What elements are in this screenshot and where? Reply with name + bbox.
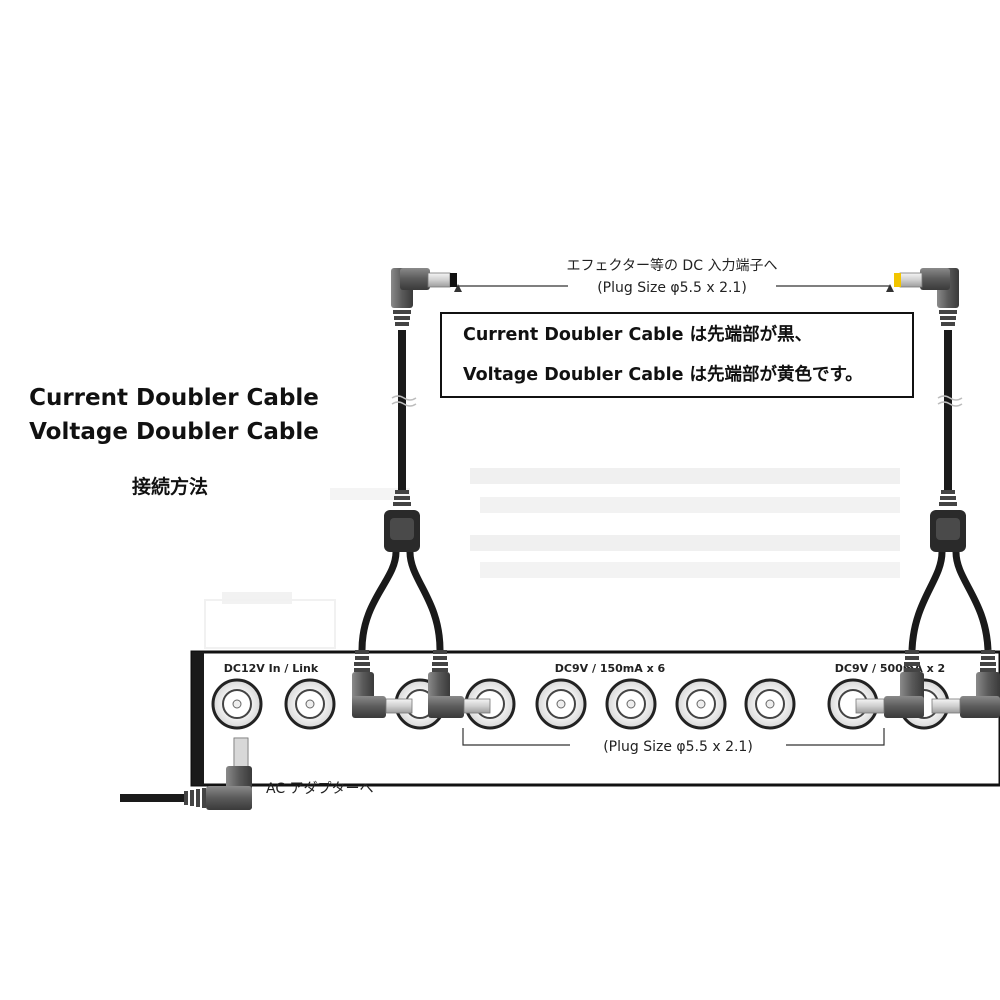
top-note-line-1: エフェクター等の DC 入力端子へ [567, 257, 778, 274]
info-line-2: Voltage Doubler Cable は先端部が黄色です。 [463, 364, 863, 385]
current-doubler-cable [358, 268, 457, 651]
label-dc9v-500ma: DC9V / 500mA x 2 [835, 662, 945, 675]
info-line-1-name: Current Doubler Cable [463, 325, 684, 345]
info-box [440, 312, 914, 398]
jack-out-3 [535, 678, 587, 730]
info-line-1: Current Doubler Cable は先端部が黒、 [463, 324, 812, 345]
ac-adapter-note: AC アダプターへ [266, 781, 374, 797]
subtitle: 接続方法 [132, 475, 208, 498]
jack-out-5 [675, 678, 727, 730]
jack-out-6 [744, 678, 796, 730]
top-note-line-2: (Plug Size φ5.5 x 2.1) [597, 280, 747, 296]
jack-in-1 [211, 678, 263, 730]
panel-plug-bracket [462, 728, 885, 746]
voltage-doubler-cable [894, 268, 992, 651]
left-inserted-plugs [352, 650, 491, 718]
info-line-2-rest: は先端部が黄色です。 [683, 364, 862, 385]
jack-out-4 [605, 678, 657, 730]
title-line-1: Current Doubler Cable [29, 385, 319, 411]
right-inserted-plugs [855, 650, 1000, 718]
plug-tip-yellow [894, 273, 901, 287]
info-line-2-name: Voltage Doubler Cable [463, 365, 684, 385]
plug-tip-black [450, 273, 457, 287]
panel-plug-note: (Plug Size φ5.5 x 2.1) [603, 739, 753, 755]
jack-in-2 [284, 678, 336, 730]
cable-segment [398, 330, 406, 490]
faded-background-text [204, 468, 900, 649]
info-line-1-rest: は先端部が黒、 [684, 324, 813, 345]
arrow-up-right-icon [886, 284, 894, 292]
plug-barrel [427, 272, 451, 288]
label-dc12v-in: DC12V In / Link [224, 662, 319, 675]
power-supply-panel [190, 650, 1000, 787]
ac-adapter-plug [120, 737, 252, 810]
arrow-up-left-icon [454, 284, 462, 292]
label-dc9v-150ma: DC9V / 150mA x 6 [555, 662, 666, 675]
title-line-2: Voltage Doubler Cable [29, 419, 319, 445]
